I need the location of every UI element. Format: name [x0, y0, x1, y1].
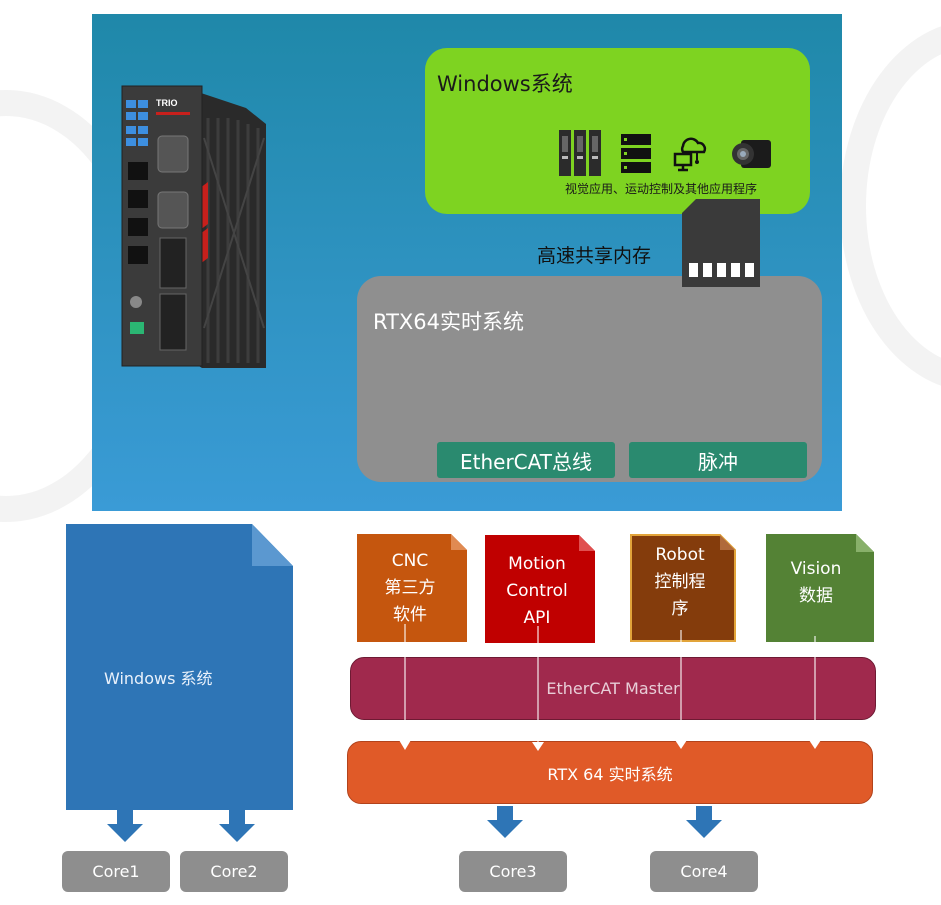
app-line: CNC	[391, 550, 429, 571]
industrial-camera-icon	[732, 140, 771, 168]
windows-apps-caption: 视觉应用、运动控制及其他应用程序	[565, 182, 758, 196]
app-line: 控制程	[654, 571, 706, 592]
windows-system-label: Windows 系统	[104, 669, 213, 688]
cloud-computer-icon	[673, 137, 707, 172]
rtx64-realtime-bar: RTX 64 实时系统	[347, 741, 873, 804]
app-card-vision	[766, 534, 874, 642]
shared-memory-label: 高速共享内存	[537, 245, 652, 267]
core1-arrow-icon	[107, 810, 143, 842]
app-line: API	[523, 607, 551, 628]
rtx64-system-title: RTX64实时系统	[373, 310, 524, 334]
app-line: Robot	[655, 544, 705, 565]
core3-arrow-icon	[487, 806, 523, 838]
memory-card-icon	[682, 199, 760, 287]
rtx64-realtime-label: RTX 64 实时系统	[547, 764, 673, 784]
app-card-cnc	[357, 534, 467, 642]
server-icon	[621, 134, 651, 173]
core1-box: Core1	[62, 851, 170, 892]
app-line: Motion	[508, 553, 566, 574]
core2-box: Core2	[180, 851, 288, 892]
core4-arrow-icon	[686, 806, 722, 838]
pulse-label: 脉冲	[629, 442, 807, 478]
app-line: Vision	[790, 559, 842, 579]
windows-system-title: Windows系统	[437, 72, 573, 96]
device-brand-logo: TRIO	[156, 98, 178, 108]
servo-drives-icon	[559, 130, 601, 176]
app-card-motion-api	[485, 535, 595, 643]
ethercat-master-bar: EtherCAT Master	[350, 657, 876, 720]
app-line: 序	[671, 598, 689, 619]
architecture-photo-panel: TRIO Windows系统 视觉应用、运动控制及其他应用程序	[92, 14, 842, 511]
down-arrow-small	[532, 742, 544, 751]
down-arrow-small	[675, 740, 687, 749]
app-card-robot-text: Robot 控制程 序	[630, 530, 730, 634]
app-line: 第三方	[384, 577, 436, 598]
app-card-cnc-text: CNC 第三方 软件	[357, 534, 463, 642]
core2-arrow-icon	[219, 810, 255, 842]
down-arrow-small	[809, 740, 821, 749]
down-arrow-small	[399, 740, 411, 750]
app-line: 数据	[799, 586, 833, 606]
ethercat-master-label: EtherCAT Master	[546, 679, 680, 698]
app-card-vision-text: Vision 数据	[766, 548, 866, 618]
app-card-robot	[630, 534, 736, 642]
rtx64-system-box: RTX64实时系统 EtherCAT总线 脉冲	[357, 276, 822, 482]
core3-box: Core3	[459, 851, 567, 892]
windows-system-box: Windows系统 视觉应用、运动控制及其他应用程序	[425, 48, 810, 214]
ethercat-bus-label: EtherCAT总线	[437, 442, 615, 478]
app-line: Control	[506, 580, 568, 601]
app-line: 软件	[393, 604, 427, 625]
core4-box: Core4	[650, 851, 758, 892]
controller-device-image: TRIO	[121, 85, 266, 368]
app-card-motion-api-text: Motion Control API	[485, 539, 589, 643]
windows-system-block	[66, 524, 293, 810]
